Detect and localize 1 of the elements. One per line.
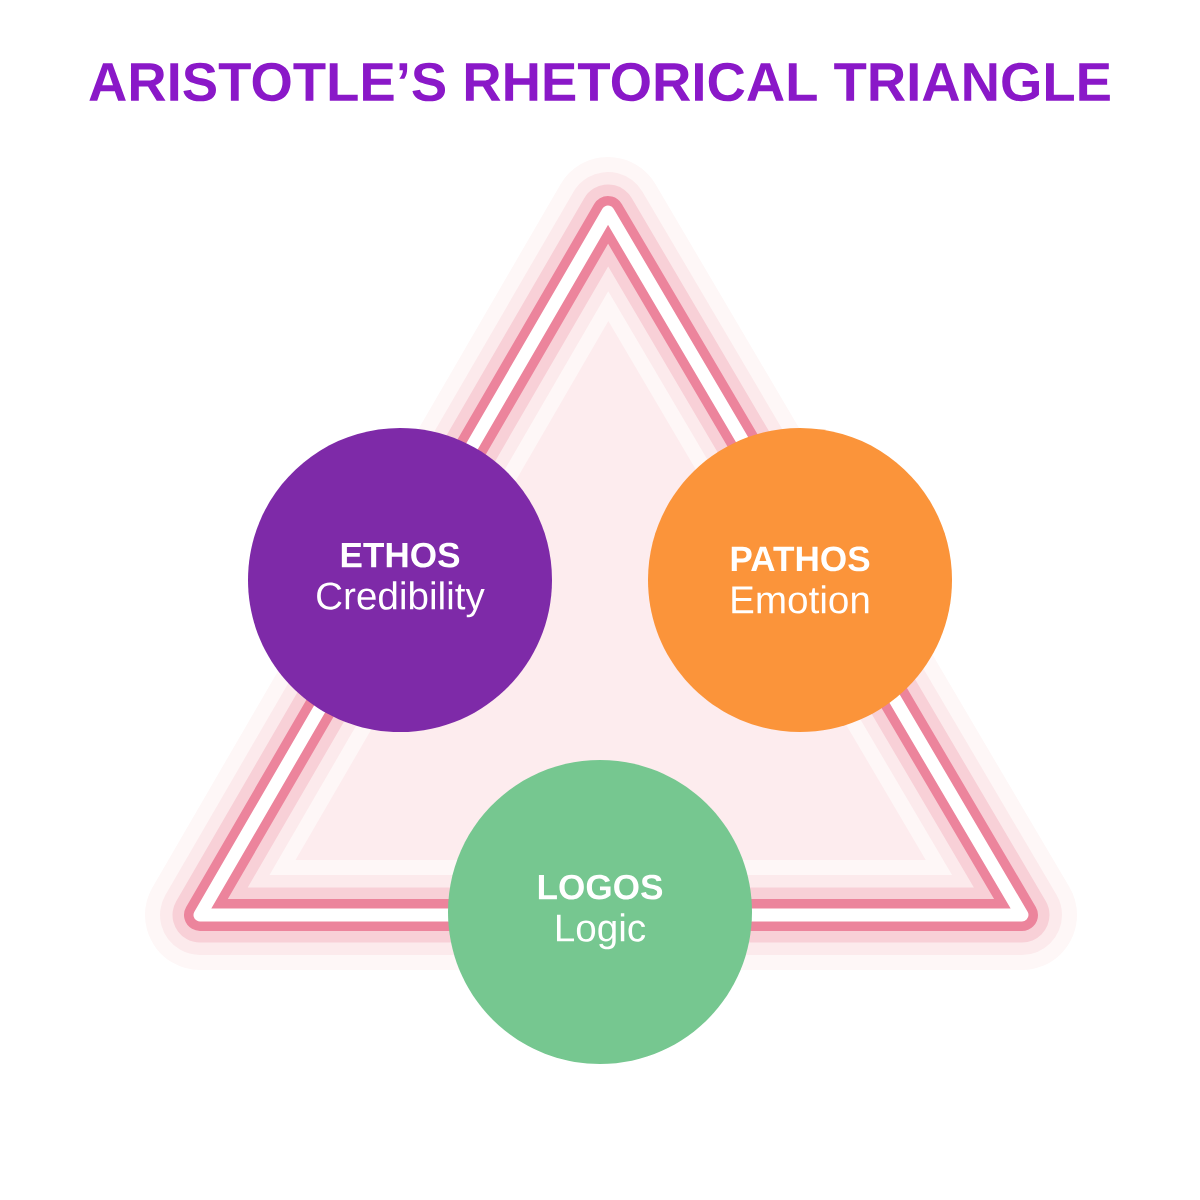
title: ARISTOTLE’S RHETORICAL TRIANGLE	[89, 62, 1110, 102]
